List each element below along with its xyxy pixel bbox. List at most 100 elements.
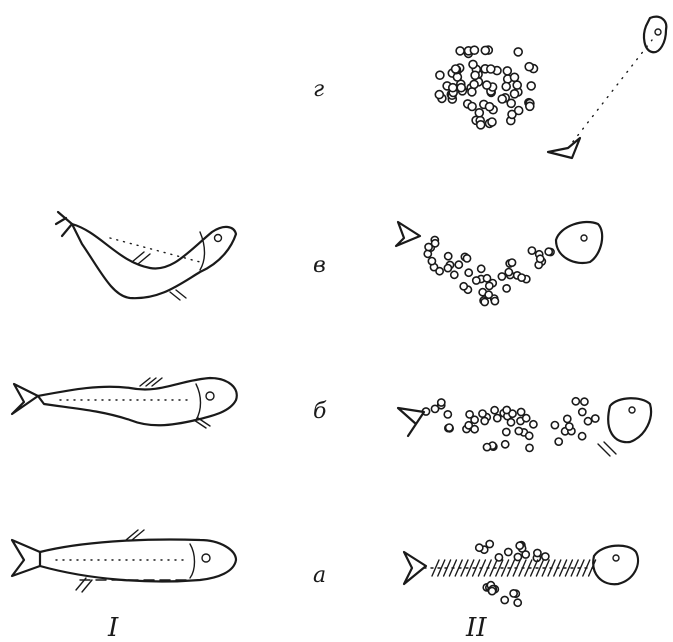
hatch-line: [513, 560, 520, 576]
hatch-line: [554, 560, 561, 576]
egg: [514, 599, 521, 606]
egg: [498, 95, 506, 103]
egg: [444, 265, 451, 272]
decomposed-row-b: [398, 398, 651, 456]
egg: [432, 240, 439, 247]
column-label-i: I: [107, 613, 119, 642]
hatch-line: [519, 560, 526, 576]
egg: [498, 273, 505, 280]
egg: [436, 268, 443, 275]
egg: [518, 274, 525, 281]
egg: [486, 103, 494, 111]
egg: [527, 82, 535, 90]
egg: [566, 423, 573, 430]
egg: [526, 432, 533, 439]
egg: [481, 46, 489, 54]
egg: [510, 590, 517, 597]
egg: [479, 410, 486, 417]
egg: [523, 415, 530, 422]
egg: [486, 282, 493, 289]
egg: [469, 60, 477, 68]
decomposed-row-v: [396, 222, 602, 306]
egg: [477, 121, 485, 129]
egg: [491, 298, 498, 305]
egg: [581, 398, 588, 405]
egg: [505, 548, 512, 555]
egg: [471, 71, 479, 79]
egg: [481, 417, 488, 424]
egg: [572, 398, 579, 405]
egg: [473, 277, 480, 284]
fish-bent-slight: [12, 378, 237, 428]
egg: [483, 81, 491, 89]
egg: [537, 255, 544, 262]
egg: [428, 258, 435, 265]
egg: [489, 588, 496, 595]
egg: [514, 48, 522, 56]
egg: [511, 73, 519, 81]
fish-bent-strong: [56, 212, 236, 300]
egg: [476, 544, 483, 551]
decomposed-row-a: [404, 540, 638, 606]
egg: [485, 291, 492, 298]
egg: [579, 408, 586, 415]
egg: [460, 283, 467, 290]
egg: [508, 259, 515, 266]
egg: [518, 408, 525, 415]
egg: [468, 103, 476, 111]
egg: [507, 99, 515, 107]
fish-head-a: [593, 546, 638, 585]
egg: [483, 444, 490, 451]
egg: [502, 83, 510, 91]
egg: [526, 102, 534, 110]
egg: [503, 285, 510, 292]
egg: [515, 427, 522, 434]
egg: [528, 247, 535, 254]
egg: [478, 265, 485, 272]
egg: [465, 422, 472, 429]
fish-tail-a: [404, 552, 426, 584]
fish-head-b: [608, 398, 651, 442]
egg: [455, 261, 462, 268]
egg: [466, 411, 473, 418]
fish-straight: [12, 530, 236, 592]
egg: [564, 415, 571, 422]
row-label-v: в: [313, 253, 326, 278]
egg: [503, 406, 510, 413]
hatch-line: [548, 560, 555, 576]
egg: [551, 422, 558, 429]
egg: [501, 596, 508, 603]
decomposed-row-g: [435, 17, 666, 158]
egg: [446, 424, 453, 431]
egg: [534, 549, 541, 556]
egg: [511, 90, 519, 98]
egg-cluster-b: [422, 398, 599, 452]
egg: [542, 553, 549, 560]
egg: [436, 71, 444, 79]
egg: [435, 91, 443, 99]
egg: [503, 428, 510, 435]
egg: [481, 298, 488, 305]
egg: [491, 407, 498, 414]
egg: [444, 411, 451, 418]
egg: [530, 421, 537, 428]
egg: [470, 46, 478, 54]
egg: [584, 418, 591, 425]
egg: [545, 248, 552, 255]
fish-tail-b: [398, 408, 424, 436]
egg: [515, 107, 523, 115]
egg: [522, 551, 529, 558]
fish-head-v: [556, 222, 602, 263]
row-label-g: г: [313, 77, 324, 102]
egg: [452, 65, 460, 73]
egg: [456, 47, 464, 55]
egg: [494, 415, 501, 422]
hatch-line: [583, 560, 590, 576]
row-label-b: б: [313, 399, 327, 424]
hatch-line: [449, 560, 456, 576]
egg: [502, 441, 509, 448]
egg-cluster-v: [424, 236, 554, 305]
egg: [507, 419, 514, 426]
egg: [487, 65, 495, 73]
egg: [525, 63, 533, 71]
